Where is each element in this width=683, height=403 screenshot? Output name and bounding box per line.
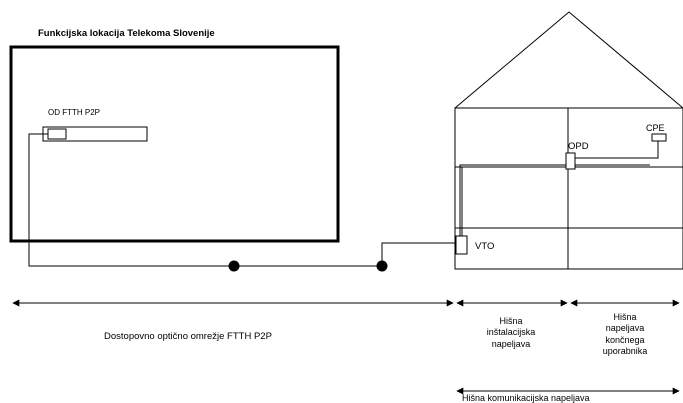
end-user-installation-line: uporabnika (602, 345, 648, 356)
end-user-installation-label: Hišna napeljava končnega uporabnika (603, 312, 648, 357)
opd-box (565, 152, 576, 170)
access-network-label: Dostopovno optično omrežje FTTH P2P (104, 331, 272, 342)
cpe-label: CPE (646, 123, 665, 133)
house-installation-line: napeljava (491, 338, 531, 349)
house-riser-cable (461, 166, 566, 236)
end-user-cable (575, 141, 659, 159)
house-roof (454, 11, 683, 109)
facility-title: Funkcijska lokacija Telekoma Slovenije (38, 28, 215, 39)
facility-building (9, 45, 340, 243)
vto-box (455, 235, 468, 255)
odf-port (47, 128, 67, 140)
vto-label: VTO (475, 241, 495, 252)
opd-label: OPD (568, 141, 589, 152)
odf-label: OD FTTH P2P (48, 108, 101, 117)
cpe-box (651, 133, 667, 142)
end-user-installation-line: napeljava (605, 323, 645, 334)
house-installation-line: Hišna (499, 316, 523, 326)
house-installation-label: Hišna inštalacijska napeljava (487, 316, 536, 350)
end-user-installation-line: Hišna (613, 312, 637, 322)
splice-node (376, 260, 388, 272)
house-riser-cable (459, 164, 566, 236)
fiber-route (28, 133, 455, 267)
house-communication-label: Hišna komunikacijska napeljava (462, 393, 590, 403)
house-installation-line: inštalacijska (486, 327, 536, 338)
splice-node (228, 260, 240, 272)
end-user-installation-line: končnega (605, 334, 645, 345)
house-walls (454, 107, 683, 270)
